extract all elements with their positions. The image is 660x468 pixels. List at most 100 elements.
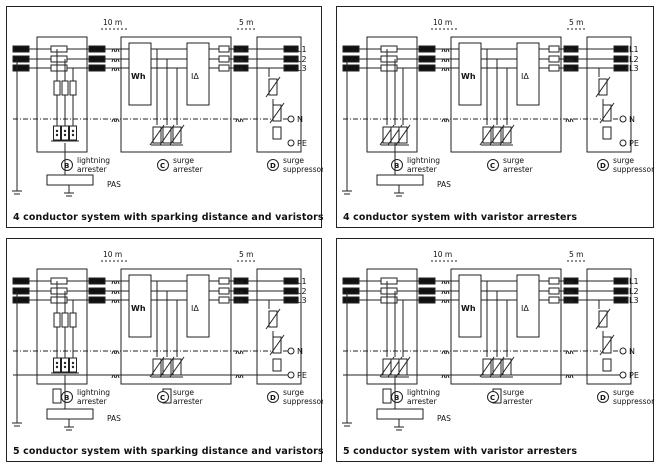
rcd-label: IΔ bbox=[191, 304, 199, 313]
distance-label-10m: 10 m bbox=[103, 18, 122, 27]
varistor-slash bbox=[479, 124, 495, 146]
cable-block bbox=[12, 64, 30, 72]
stage-marker-b-letter: B bbox=[64, 394, 69, 402]
wire-break bbox=[111, 299, 120, 304]
stage-marker-d bbox=[267, 159, 279, 171]
enclosure-c bbox=[120, 268, 232, 385]
meter-label: Wh bbox=[131, 72, 146, 81]
wire-break bbox=[235, 299, 244, 304]
stage-b-label-line1: lightning bbox=[77, 156, 110, 165]
fuse-symbol bbox=[548, 287, 560, 295]
fuse-symbol bbox=[380, 287, 398, 295]
cable-block bbox=[88, 287, 106, 295]
enclosure-b bbox=[36, 36, 88, 153]
fuse-symbol bbox=[50, 45, 68, 53]
spark-gap-symbol bbox=[69, 357, 77, 373]
varistor-slash bbox=[169, 124, 185, 146]
suppressor-pe-box bbox=[602, 126, 612, 140]
pe-terminal bbox=[619, 139, 627, 147]
panel-caption: 5 conductor system with varistor arreste… bbox=[343, 446, 578, 457]
stage-d-label-line1: surge bbox=[613, 156, 634, 165]
pe-label: PE bbox=[297, 139, 307, 148]
varistor-slash bbox=[159, 124, 175, 146]
cable-block bbox=[88, 296, 106, 304]
stage-c-label-line1: surge bbox=[173, 388, 194, 397]
enclosure-b bbox=[366, 36, 418, 153]
stage-b-label-line2: arrester bbox=[77, 165, 108, 174]
enclosure-d bbox=[256, 268, 302, 385]
stage-marker-c bbox=[157, 159, 169, 171]
cable-block bbox=[12, 45, 30, 53]
stage-c-label-line2: arrester bbox=[173, 165, 204, 174]
pe-label: PE bbox=[297, 371, 307, 380]
stage-marker-d-letter: D bbox=[270, 394, 276, 402]
cable-block bbox=[88, 45, 106, 53]
spark-gap-symbol bbox=[61, 357, 69, 373]
stage-marker-b-letter: B bbox=[394, 394, 399, 402]
wire-break bbox=[235, 374, 244, 379]
pe-link-box bbox=[382, 388, 392, 404]
line-label-L3: L3 bbox=[629, 296, 639, 305]
panel-caption: 5 conductor system with sparking distanc… bbox=[13, 446, 324, 457]
wire-break bbox=[235, 118, 244, 123]
wire-break bbox=[111, 290, 120, 295]
stage-marker-b-letter: B bbox=[394, 162, 399, 170]
stage-c-label-line1: surge bbox=[173, 156, 194, 165]
meter-box bbox=[128, 42, 152, 106]
spark-gap-dot bbox=[55, 133, 59, 137]
stage-marker-d bbox=[267, 391, 279, 403]
fuse-symbol bbox=[380, 296, 398, 304]
spark-gap-body bbox=[61, 312, 69, 328]
wire-break bbox=[441, 48, 450, 53]
varistor-slash bbox=[499, 124, 515, 146]
meter-label: Wh bbox=[461, 304, 476, 313]
wire-break bbox=[441, 374, 450, 379]
wire-break bbox=[565, 48, 574, 53]
wire-break bbox=[111, 280, 120, 285]
varistor-slash bbox=[489, 356, 505, 378]
stage-marker-c bbox=[487, 159, 499, 171]
varistor-slash bbox=[395, 124, 411, 146]
spark-gap-dot bbox=[71, 365, 75, 369]
neutral-label: N bbox=[297, 115, 303, 124]
stage-d-label-line1: surge bbox=[283, 156, 304, 165]
rcd-label: IΔ bbox=[521, 304, 529, 313]
cable-block bbox=[283, 277, 299, 285]
earth-label-pas: PAS bbox=[437, 414, 451, 423]
wire-break bbox=[565, 350, 574, 355]
cable-block bbox=[283, 296, 299, 304]
varistor-slash bbox=[265, 308, 281, 330]
varistor-slash bbox=[149, 124, 165, 146]
rcd-box bbox=[186, 274, 210, 338]
line-label-L3: L3 bbox=[629, 64, 639, 73]
enclosure-b bbox=[36, 268, 88, 385]
cable-block bbox=[342, 64, 360, 72]
rcd-label: IΔ bbox=[191, 72, 199, 81]
varistor-slash bbox=[169, 356, 185, 378]
pe-label: PE bbox=[629, 139, 639, 148]
cable-block bbox=[418, 277, 436, 285]
stage-marker-c-letter: C bbox=[490, 162, 495, 170]
spark-gap-dot bbox=[63, 133, 67, 137]
neutral-terminal bbox=[619, 115, 627, 123]
wire-break bbox=[441, 299, 450, 304]
wire-break bbox=[111, 58, 120, 63]
cable-block bbox=[613, 45, 629, 53]
varistor-slash bbox=[479, 356, 495, 378]
spark-gap-dot bbox=[71, 129, 75, 133]
wire-break bbox=[565, 67, 574, 72]
cable-block bbox=[342, 287, 360, 295]
spark-gap-dot bbox=[55, 365, 59, 369]
earth-label-pas: PAS bbox=[437, 180, 451, 189]
neutral-terminal bbox=[619, 347, 627, 355]
fuse-symbol bbox=[218, 45, 230, 53]
wire-break bbox=[235, 280, 244, 285]
neutral-label: N bbox=[629, 115, 635, 124]
suppressor-pe-box bbox=[272, 358, 282, 372]
cable-block bbox=[613, 277, 629, 285]
stage-b-label-line1: lightning bbox=[407, 388, 440, 397]
fuse-symbol bbox=[548, 45, 560, 53]
cable-block bbox=[613, 64, 629, 72]
distance-label-10m: 10 m bbox=[433, 18, 452, 27]
